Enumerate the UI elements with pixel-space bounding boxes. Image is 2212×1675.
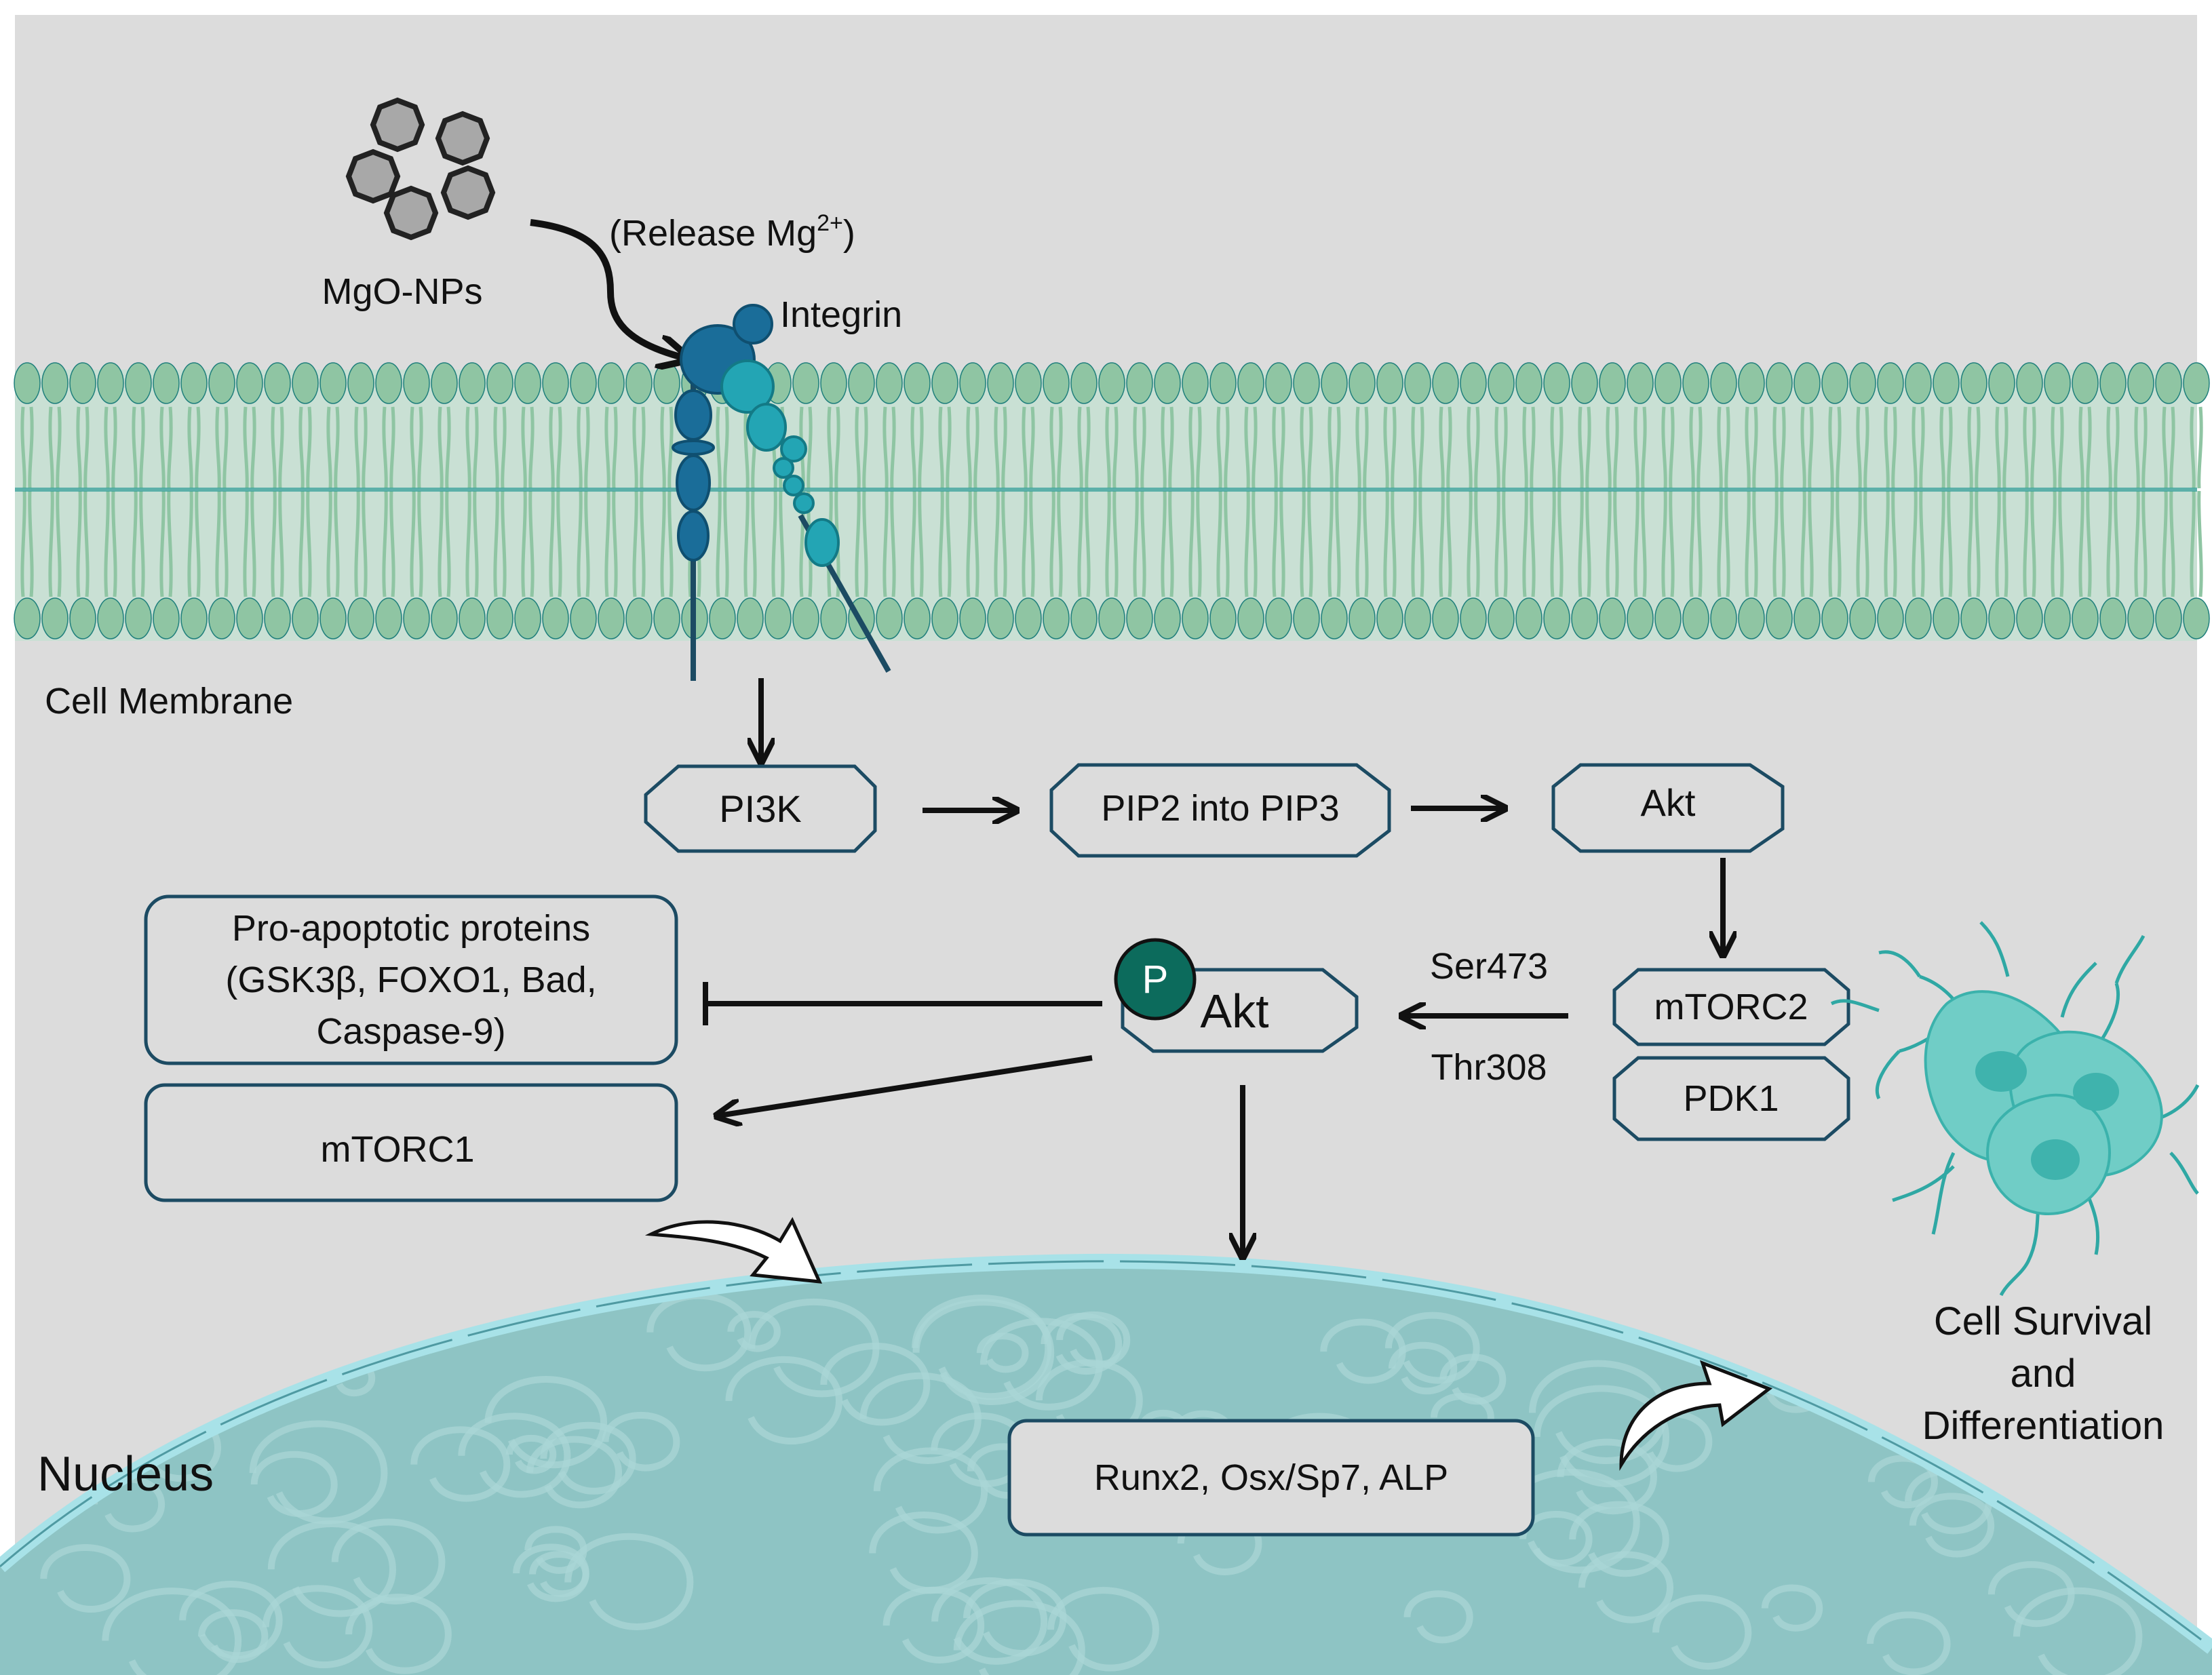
cell-membrane-label: Cell Membrane xyxy=(45,681,293,722)
mgo-nanoparticles xyxy=(345,97,496,241)
phospho-label: P xyxy=(1142,958,1169,1002)
lipid-layer-outer xyxy=(14,362,2210,489)
mtorc1-box xyxy=(144,1083,678,1202)
phospho-badge xyxy=(1114,938,1197,1021)
akt-label: Akt xyxy=(1641,781,1696,824)
cell-survival-label-2: and xyxy=(2011,1352,2076,1396)
pro-apoptotic-label-2: (GSK3β, FOXO1, Bad, xyxy=(225,960,596,1000)
ser473-label: Ser473 xyxy=(1430,946,1548,987)
genes-box xyxy=(1007,1419,1535,1537)
differentiating-cells-illustration xyxy=(1830,921,2200,1297)
pro-apoptotic-label-1: Pro-apoptotic proteins xyxy=(232,908,590,949)
pathway-arrows xyxy=(703,678,1723,1255)
cell-survival-label-3: Differentiation xyxy=(1922,1404,2165,1448)
mtorc1-label: mTORC1 xyxy=(320,1129,474,1170)
mgo-nps-label: MgO-NPs xyxy=(322,271,482,312)
release-arrow xyxy=(530,219,685,358)
akt-node xyxy=(1551,763,1785,853)
mtorc2-node xyxy=(1612,968,1850,1046)
pdk1-label: PDK1 xyxy=(1683,1078,1779,1119)
pip-node xyxy=(1049,763,1391,858)
thr308-label: Thr308 xyxy=(1431,1047,1547,1088)
mtorc1-to-nucleus-block-arrow xyxy=(644,1217,823,1284)
lipid-layer-inner xyxy=(14,490,2210,639)
pi3k-node xyxy=(644,764,877,853)
integrin-label: Integrin xyxy=(780,294,902,335)
p-akt-label: Akt xyxy=(1200,985,1268,1038)
integrin-receptor xyxy=(672,304,891,681)
release-label: (Release Mg2+) xyxy=(609,210,855,254)
arrow-p-akt-to-mtorc1 xyxy=(719,1055,1093,1116)
pdk1-node xyxy=(1612,1056,1850,1141)
cell-membrane xyxy=(14,362,2210,641)
nucleus-to-cell-block-arrow xyxy=(1619,1360,1773,1472)
pro-apoptotic-box xyxy=(144,894,678,1065)
pro-apoptotic-label-3: Caspase-9) xyxy=(316,1011,505,1052)
pip-label: PIP2 into PIP3 xyxy=(1101,788,1339,829)
mtorc2-label: mTORC2 xyxy=(1654,987,1808,1027)
cell-survival-label-1: Cell Survival xyxy=(1934,1299,2152,1343)
nucleus-label: Nucleus xyxy=(37,1447,214,1501)
genes-label: Runx2, Osx/Sp7, ALP xyxy=(1094,1457,1448,1498)
pi3k-label: PI3K xyxy=(719,787,801,830)
